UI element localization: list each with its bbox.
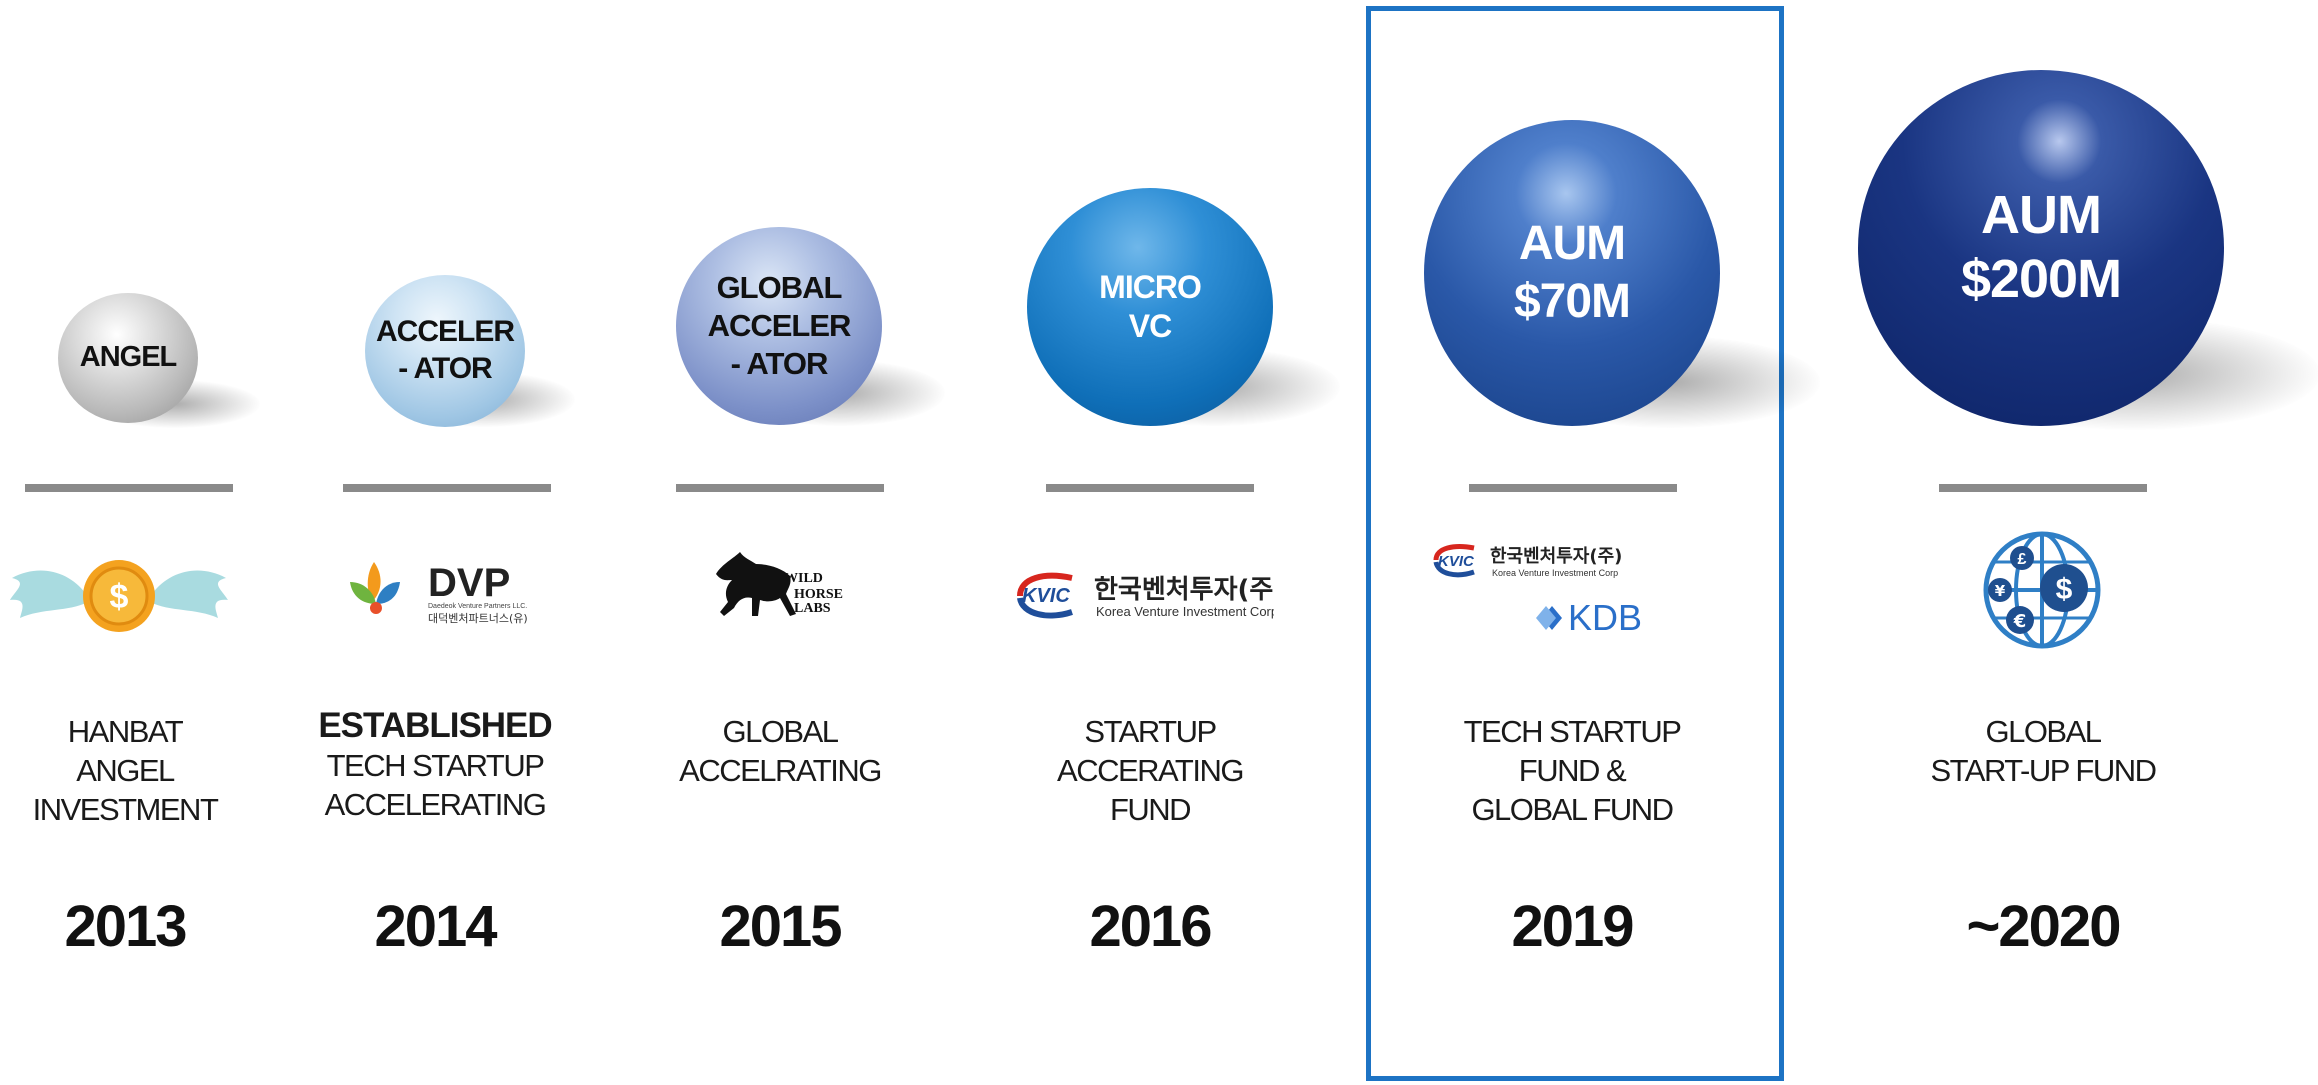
- highlight-frame-2019: [1366, 6, 1784, 1081]
- svg-text:LABS: LABS: [794, 601, 831, 616]
- dvp-logo-icon: DVP Daedeok Venture Partners LLC. 대덕벤처파트…: [350, 561, 528, 625]
- stage-description: TECH STARTUP FUND & GLOBAL FUND: [1463, 714, 1682, 827]
- svg-text:Daedeok Venture Partners LLC.: Daedeok Venture Partners LLC.: [428, 603, 527, 610]
- svg-text:한국벤처투자(주): 한국벤처투자(주): [1490, 546, 1622, 567]
- svg-text:$: $: [110, 578, 129, 616]
- stage-sphere-micro-vc: MICRO VC: [1027, 188, 1273, 426]
- divider: [676, 484, 884, 492]
- svg-text:KDB: KDB: [1568, 597, 1642, 638]
- svg-text:Korea Venture Investment Corp: Korea Venture Investment Corp: [1492, 568, 1618, 578]
- stage-description: ESTABLISHED TECH STARTUP ACCELERATING: [300, 706, 570, 824]
- stage-description: STARTUP ACCERATING FUND: [1057, 714, 1244, 827]
- stage-description: HANBAT ANGEL INVESTMENT: [32, 714, 219, 827]
- svg-text:한국벤처투자(주): 한국벤처투자(주): [1094, 575, 1274, 605]
- svg-text:Korea Venture Investment Corp: Korea Venture Investment Corp: [1096, 604, 1274, 619]
- svg-text:$: $: [2056, 573, 2073, 606]
- svg-text:£: £: [2018, 551, 2027, 568]
- svg-text:€: €: [2013, 611, 2027, 632]
- svg-text:WILD: WILD: [784, 571, 823, 586]
- wild-horse-labs-logo-icon: WILD HORSE LABS: [716, 552, 843, 616]
- global-currency-logo-icon: £ ¥ € $: [1983, 531, 2101, 649]
- svg-text:KVIC: KVIC: [1022, 585, 1070, 607]
- svg-text:DVP: DVP: [428, 561, 510, 605]
- stage-year: 2015: [719, 894, 842, 959]
- stage-sphere-accelerator: ACCELER - ATOR: [365, 275, 525, 427]
- stage-year: ~2020: [1966, 894, 2122, 959]
- svg-text:대덕벤처파트너스(유): 대덕벤처파트너스(유): [428, 612, 528, 625]
- stage-description: GLOBAL START-UP FUND: [1930, 714, 2157, 788]
- description-emphasis: ESTABLISHED: [318, 706, 552, 745]
- divider: [25, 484, 233, 492]
- svg-text:KVIC: KVIC: [1438, 553, 1475, 570]
- stage-year: 2014: [374, 894, 497, 959]
- kvic-logo-icon: KVIC 한국벤처투자(주) Korea Venture Investment …: [1017, 572, 1274, 619]
- kvic-kdb-logo-icon: KVIC 한국벤처투자(주) Korea Venture Investment …: [1433, 544, 1642, 638]
- stage-sphere-aum-70m: AUM $70M: [1424, 120, 1720, 426]
- stage-year: 2019: [1511, 894, 1634, 959]
- divider: [1469, 484, 1677, 492]
- svg-text:¥: ¥: [1995, 582, 2006, 600]
- divider: [1939, 484, 2147, 492]
- stage-sphere-aum-200m: AUM $200M: [1858, 70, 2224, 426]
- stage-year: 2013: [64, 894, 187, 959]
- divider: [343, 484, 551, 492]
- stage-year: 2016: [1089, 894, 1212, 959]
- stage-description: GLOBAL ACCELRATING: [679, 714, 882, 788]
- stage-sphere-global-accelerator: GLOBAL ACCELER - ATOR: [676, 227, 882, 425]
- divider: [1046, 484, 1254, 492]
- stage-sphere-angel: ANGEL: [58, 293, 198, 423]
- angel-coin-logo-icon: $: [10, 560, 228, 632]
- svg-text:HORSE: HORSE: [794, 587, 843, 602]
